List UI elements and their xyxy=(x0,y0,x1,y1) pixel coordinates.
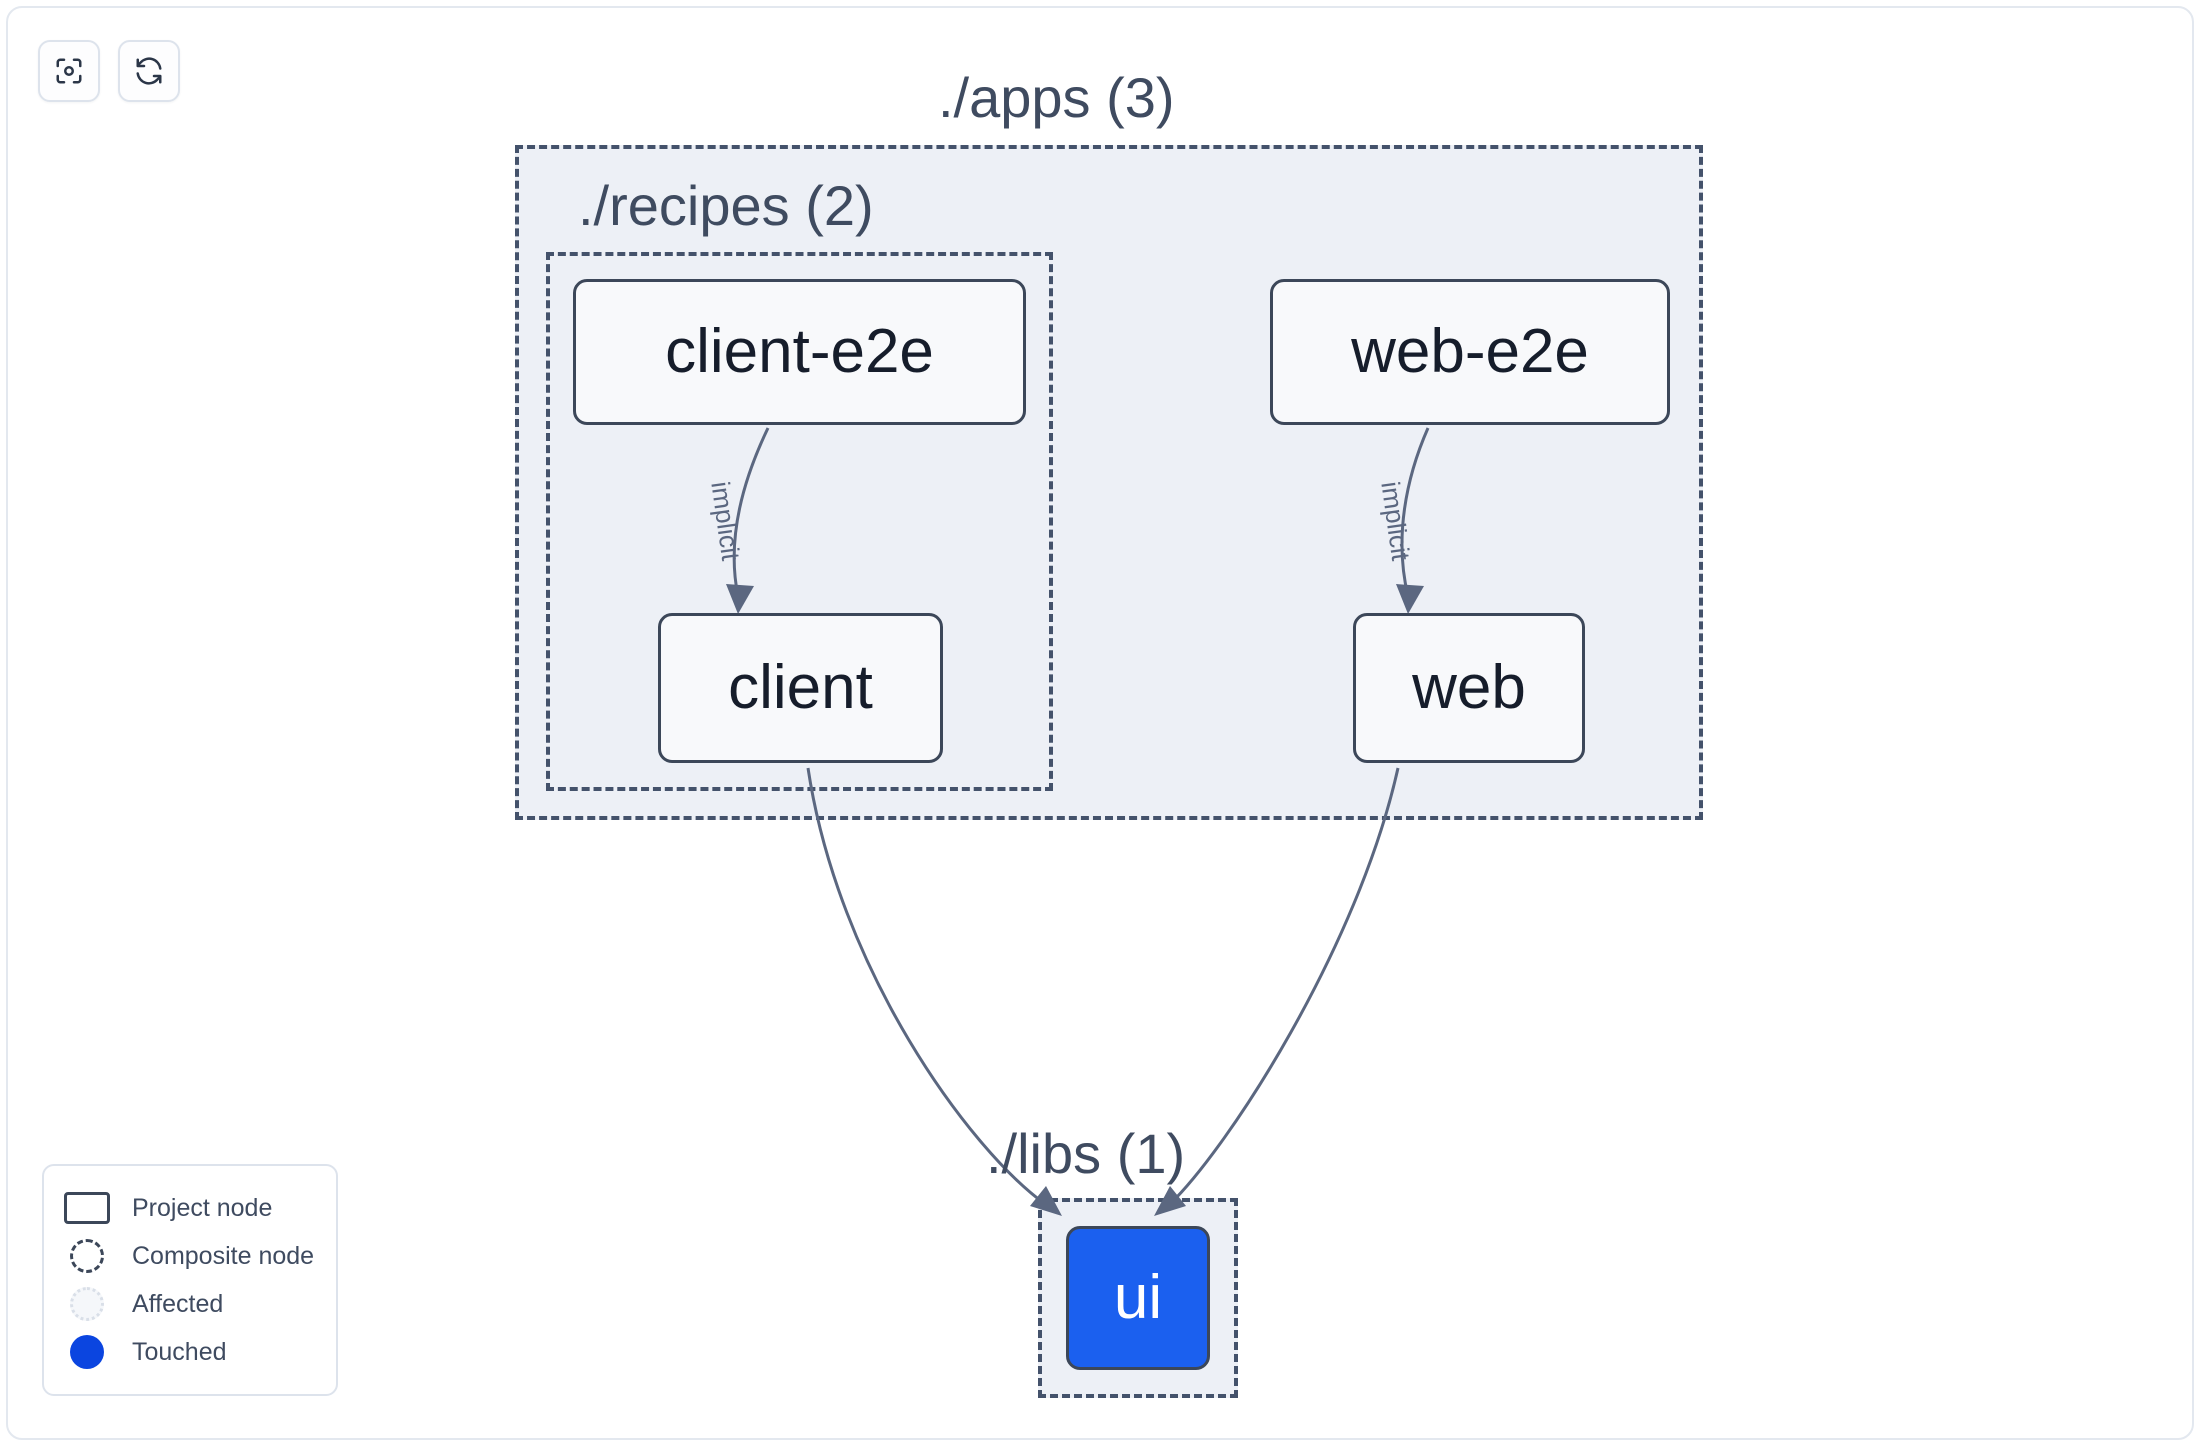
group-label-recipes: ./recipes (2) xyxy=(578,174,874,237)
legend-label: Composite node xyxy=(132,1241,315,1270)
group-label-libs: ./libs (1) xyxy=(986,1122,1186,1185)
composite-node-swatch-icon xyxy=(64,1239,110,1273)
edge-web-to-ui xyxy=(1154,767,1400,1216)
node-web-e2e[interactable]: web-e2e xyxy=(1270,279,1670,425)
refresh-graph-button[interactable] xyxy=(118,40,180,102)
legend-label: Project node xyxy=(132,1193,273,1222)
node-ui[interactable]: ui xyxy=(1066,1226,1210,1370)
group-label-apps: ./apps (3) xyxy=(938,66,1175,129)
graph-legend: Project node Composite node Affected Tou… xyxy=(42,1164,338,1396)
legend-item-affected: Affected xyxy=(64,1280,316,1328)
node-web[interactable]: web xyxy=(1353,613,1585,763)
legend-label: Touched xyxy=(132,1337,227,1366)
project-graph-canvas[interactable]: ./apps (3) ./recipes (2) ./libs (1) impl… xyxy=(6,6,2194,1440)
legend-item-composite-node: Composite node xyxy=(64,1232,316,1280)
node-client-e2e[interactable]: client-e2e xyxy=(573,279,1026,425)
refresh-icon xyxy=(134,56,164,86)
focus-target-icon xyxy=(54,56,84,86)
legend-label: Affected xyxy=(132,1289,224,1318)
node-client[interactable]: client xyxy=(658,613,943,763)
graph-toolbar xyxy=(38,40,180,102)
legend-item-touched: Touched xyxy=(64,1328,316,1376)
touched-swatch-icon xyxy=(64,1335,110,1369)
legend-item-project-node: Project node xyxy=(64,1184,316,1232)
project-node-swatch-icon xyxy=(64,1191,110,1225)
affected-swatch-icon xyxy=(64,1287,110,1321)
focus-graph-button[interactable] xyxy=(38,40,100,102)
